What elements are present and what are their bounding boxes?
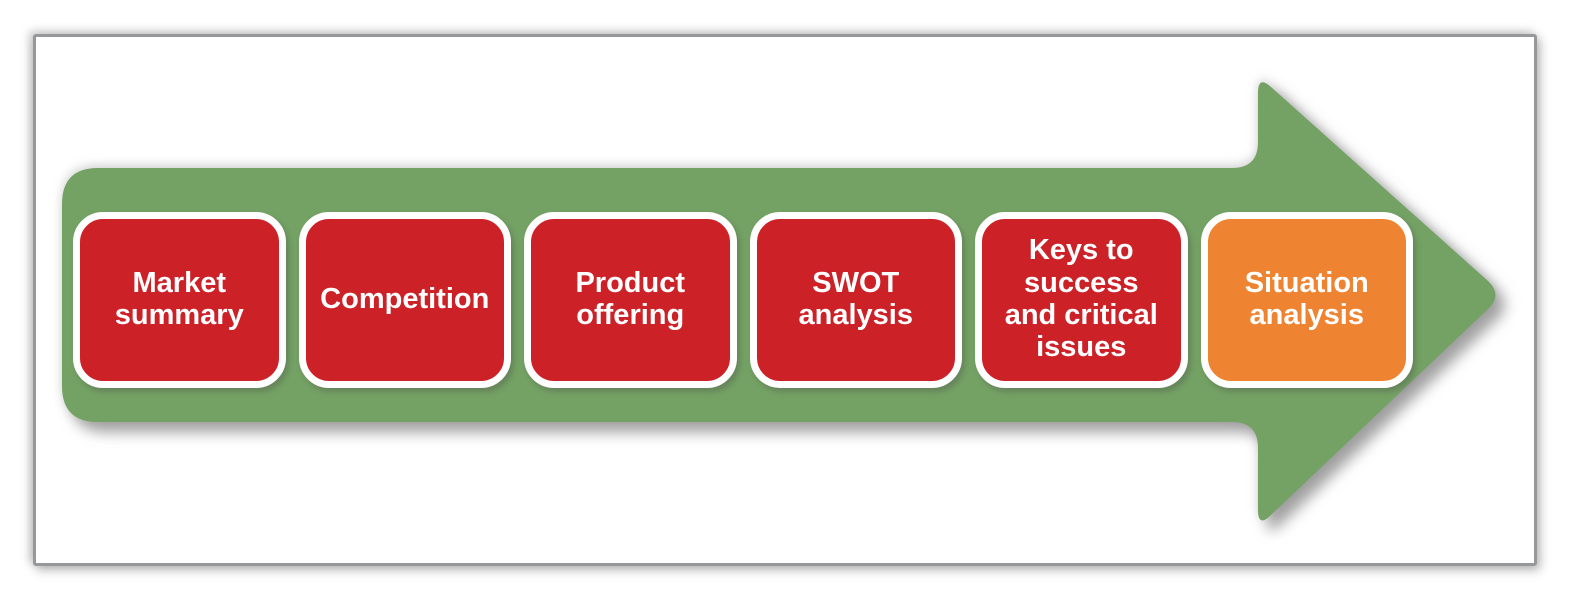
step-label-product-offering: Product offering [575,266,686,331]
step-box-situation-analysis: Situation analysis [1200,212,1413,388]
step-label-swot-analysis: SWOT analysis [798,266,913,331]
step-box-product-offering: Product offering [524,212,737,388]
step-label-competition: Competition [320,282,490,315]
diagram-frame: Market summary Competition Product offer… [33,34,1537,566]
steps-row: Market summary Competition Product offer… [73,212,1413,388]
step-box-competition: Competition [298,212,511,388]
step-label-market-summary: Market summary [114,266,244,331]
step-label-keys-to-success: Keys to success and critical issues [1004,234,1158,364]
step-box-swot-analysis: SWOT analysis [749,212,962,388]
step-label-situation-analysis: Situation analysis [1244,266,1369,331]
step-box-market-summary: Market summary [73,212,286,388]
step-box-keys-to-success: Keys to success and critical issues [975,212,1188,388]
